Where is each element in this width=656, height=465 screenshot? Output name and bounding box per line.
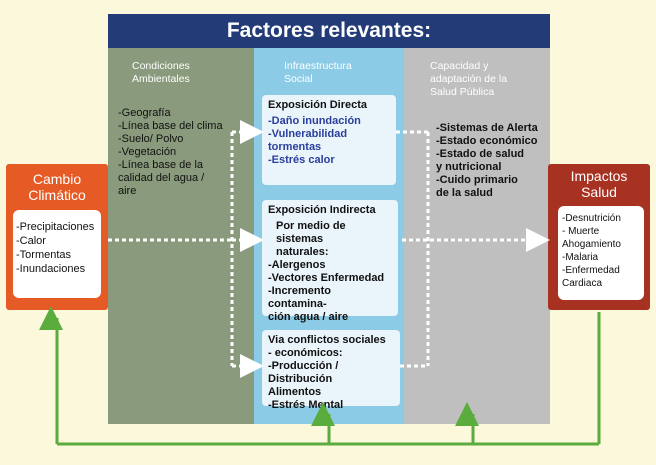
conflicts-title: Via conflictos sociales - económicos: xyxy=(268,334,394,360)
indirect-exposure-list: -Alergenos -Vectores Enfermedad -Increme… xyxy=(268,259,392,324)
direct-exposure-item: -Vulnerabilidad xyxy=(268,128,348,140)
health-impacts-title-line: Impactos xyxy=(570,168,628,184)
environmental-header-line: Ambientales xyxy=(132,73,190,85)
health-impacts-title: Impactos Salud xyxy=(548,168,650,200)
conflicts-item: -Producción / Distribución xyxy=(268,360,339,385)
health-impact-item: - Muerte xyxy=(562,226,600,237)
climate-change-title: Cambio Climático xyxy=(6,171,108,203)
environmental-factor-list: -Geografía -Línea base del clima -Suelo/… xyxy=(118,107,252,198)
conflicts-title-line: Via conflictos sociales xyxy=(268,334,386,346)
capacity-header-line: Capacidad y xyxy=(430,60,489,72)
direct-exposure-box: Exposición Directa -Daño inundación -Vul… xyxy=(262,95,396,185)
health-impact-item: -Desnutrición xyxy=(562,213,621,224)
climate-change-box: Cambio Climático -Precipitaciones -Calor… xyxy=(6,164,108,310)
environmental-factor: calidad del agua / xyxy=(118,172,205,184)
environmental-factor: -Suelo/ Polvo xyxy=(118,133,184,145)
capacity-factor-list: -Sistemas de Alerta -Estado económico -E… xyxy=(436,122,548,200)
direct-exposure-list: -Daño inundación -Vulnerabilidad torment… xyxy=(268,115,390,167)
direct-exposure-item: -Daño inundación xyxy=(268,115,361,127)
indirect-exposure-subtitle-line: naturales: xyxy=(276,246,329,258)
social-header: Infraestructura Social xyxy=(284,60,400,86)
climate-change-item: -Precipitaciones xyxy=(16,221,95,233)
climate-change-title-line: Climático xyxy=(28,187,86,203)
conflicts-list: -Producción / Distribución Alimentos -Es… xyxy=(268,360,394,412)
indirect-exposure-item: -Incremento contamina- xyxy=(268,285,331,310)
health-impacts-list: -Desnutrición - Muerte Ahogamiento -Mala… xyxy=(558,206,644,300)
social-header-line: Infraestructura xyxy=(284,60,352,72)
capacity-factor: y nutricional xyxy=(436,161,502,173)
health-impact-item: -Enfermedad xyxy=(562,265,620,276)
capacity-header: Capacidad y adaptación de la Salud Públi… xyxy=(430,60,548,99)
direct-exposure-title: Exposición Directa xyxy=(268,99,368,111)
health-impact-item: -Malaria xyxy=(562,252,599,263)
public-health-capacity-column xyxy=(404,48,550,424)
environmental-column xyxy=(108,48,254,424)
capacity-header-line: Salud Pública xyxy=(430,86,495,98)
capacity-factor: -Sistemas de Alerta xyxy=(436,122,538,134)
conflicts-item: Alimentos xyxy=(268,386,322,398)
capacity-factor: de la salud xyxy=(436,187,493,199)
environmental-header-line: Condiciones xyxy=(132,60,190,72)
capacity-factor: -Cuido primario xyxy=(436,174,518,186)
environmental-header: Condiciones Ambientales xyxy=(132,60,248,86)
direct-exposure-item: -Estrés calor xyxy=(268,154,335,166)
climate-change-item: -Inundaciones xyxy=(16,263,86,275)
environmental-factor: -Línea base de la xyxy=(118,159,204,171)
indirect-exposure-box: Exposición Indirecta Por medio de sistem… xyxy=(262,200,398,323)
indirect-exposure-title: Exposición Indirecta xyxy=(268,204,376,216)
environmental-factor: -Geografía xyxy=(118,107,171,119)
social-header-line: Social xyxy=(284,73,313,85)
indirect-exposure-subtitle: Por medio de sistemas naturales: xyxy=(268,220,392,259)
climate-change-item: -Tormentas xyxy=(16,249,72,261)
environmental-factor: -Vegetación xyxy=(118,146,177,158)
climate-change-item: -Calor xyxy=(16,235,46,247)
health-impacts-box: Impactos Salud -Desnutrición - Muerte Ah… xyxy=(548,164,650,310)
indirect-exposure-subtitle-line: Por medio de sistemas xyxy=(276,220,346,245)
conflicts-box: Via conflictos sociales - económicos: -P… xyxy=(262,330,400,411)
health-impacts-title-line: Salud xyxy=(581,184,617,200)
health-impact-item: Cardiaca xyxy=(562,278,603,289)
conflicts-title-line: - económicos: xyxy=(268,347,343,359)
climate-change-list: -Precipitaciones -Calor -Tormentas -Inun… xyxy=(13,210,101,298)
diagram-title: Factores relevantes: xyxy=(108,14,550,48)
indirect-exposure-item: ción agua / aire xyxy=(268,311,349,323)
environmental-factor: -Línea base del clima xyxy=(118,120,223,132)
capacity-factor: -Estado de salud xyxy=(436,148,525,160)
capacity-header-line: adaptación de la xyxy=(430,73,508,85)
capacity-factor: -Estado económico xyxy=(436,135,538,147)
indirect-exposure-item: -Alergenos xyxy=(268,259,326,271)
indirect-exposure-item: -Vectores Enfermedad xyxy=(268,272,385,284)
direct-exposure-item: tormentas xyxy=(268,141,322,153)
health-impact-item: Ahogamiento xyxy=(562,239,621,250)
environmental-factor: aire xyxy=(118,185,137,197)
climate-change-title-line: Cambio xyxy=(32,171,82,187)
